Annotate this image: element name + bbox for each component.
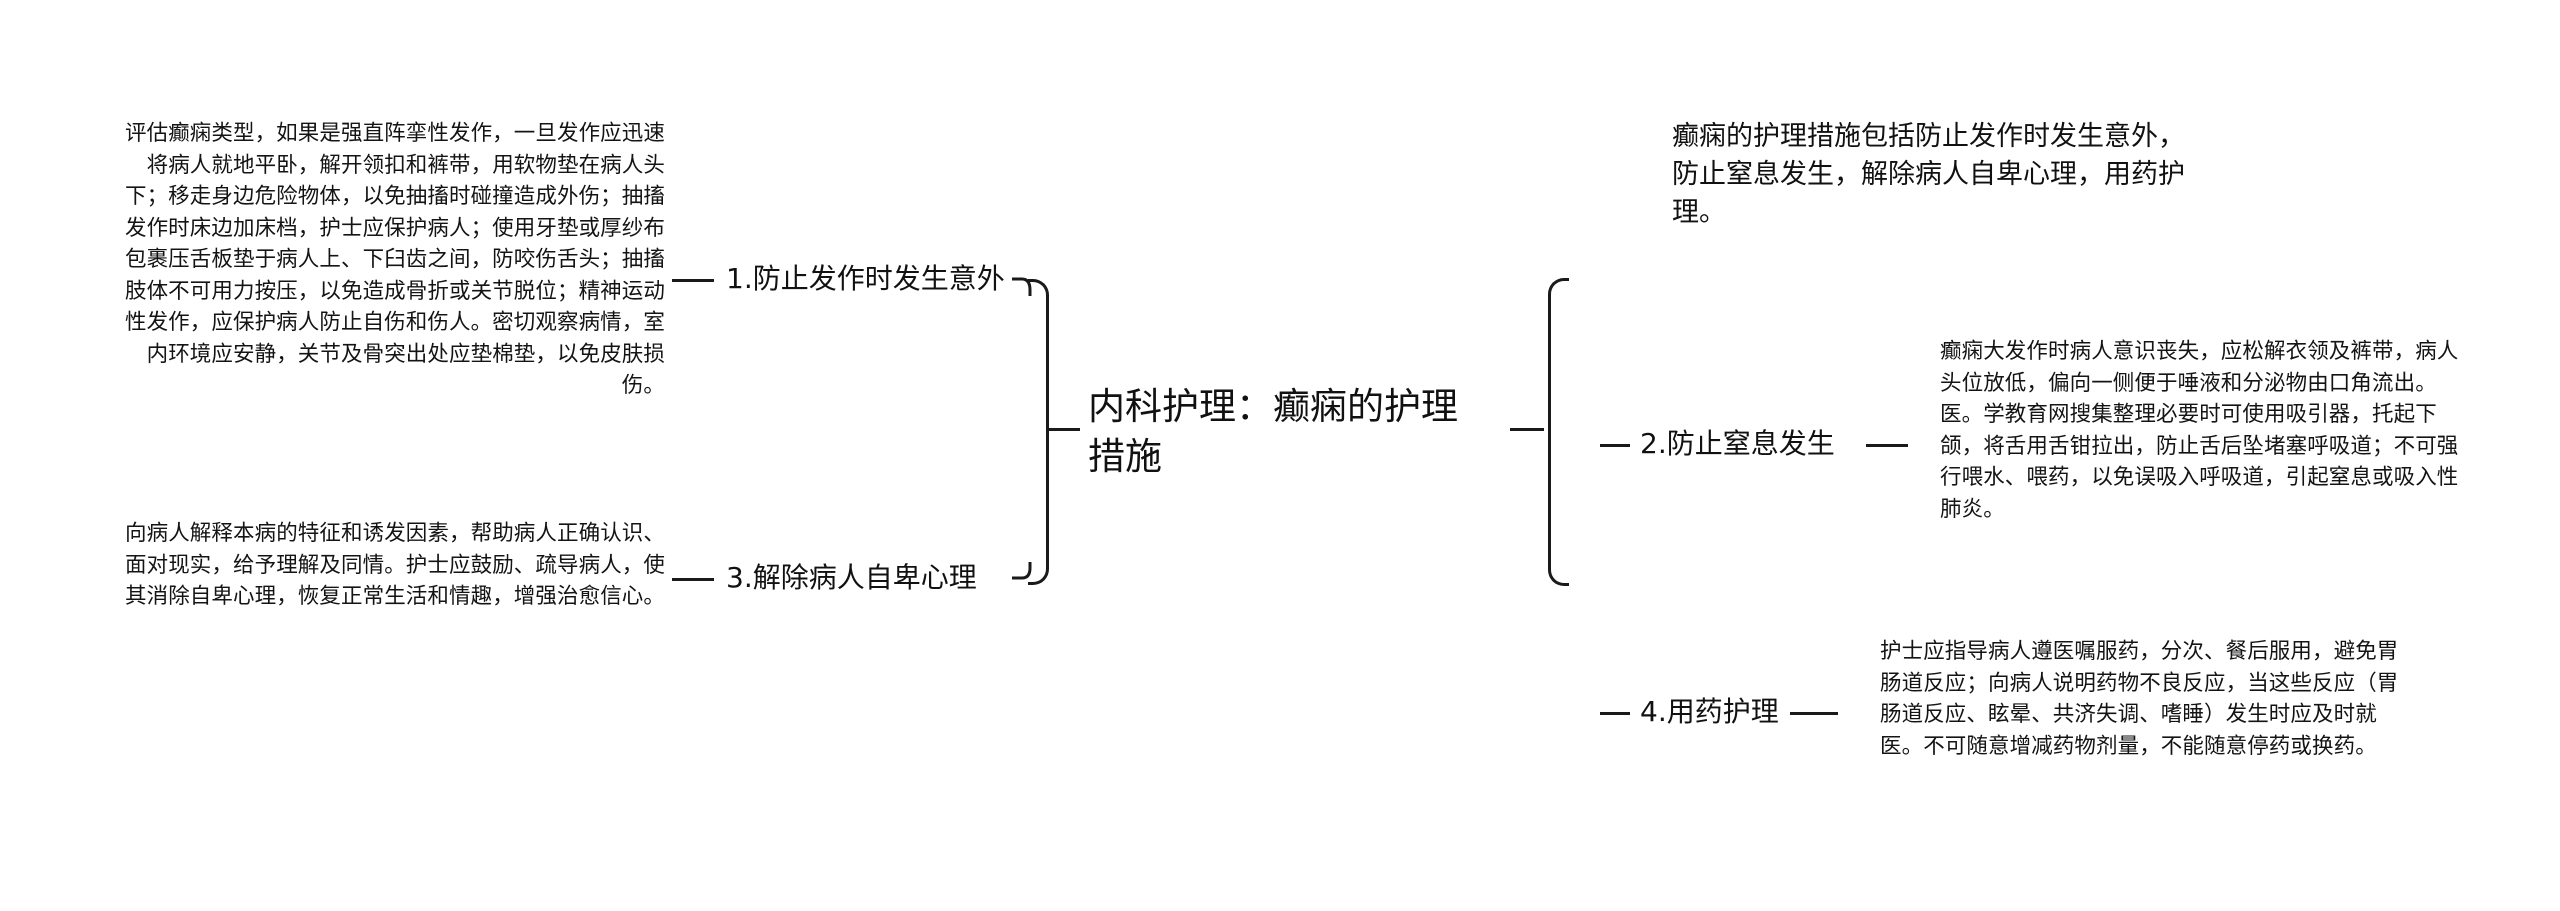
connector-branch-4-detail xyxy=(1790,712,1838,715)
branch-4-detail-text: 护士应指导病人遵医嘱服药，分次、餐后服用，避免胃肠道反应；向病人说明药物不良反应… xyxy=(1880,639,2399,759)
connector-branch-2 xyxy=(1600,444,1630,447)
connector-center-to-right xyxy=(1510,428,1544,431)
branch-2-label[interactable]: 2.防止窒息发生 xyxy=(1640,427,1835,460)
branch-1-detail-text: 评估癫痫类型，如果是强直阵挛性发作，一旦发作应迅速将病人就地平卧，解开领扣和裤带… xyxy=(124,121,665,398)
connector-branch-3-detail xyxy=(672,578,714,581)
branch-4-label[interactable]: 4.用药护理 xyxy=(1640,695,1779,728)
center-topic-title[interactable]: 内科护理：癫痫的护理措施 xyxy=(1088,385,1458,478)
branch-1-label[interactable]: 1.防止发作时发生意外 xyxy=(726,262,1005,295)
summary-text: 癫痫的护理措施包括防止发作时发生意外，防止窒息发生，解除病人自卑心理，用药护理。 xyxy=(1672,121,2185,228)
right-branch-bracket xyxy=(1548,278,1569,586)
connector-branch-2-detail xyxy=(1866,444,1908,447)
connector-left-to-center xyxy=(1046,428,1080,431)
left-branch-bracket xyxy=(1028,279,1049,585)
branch-3-detail-text: 向病人解释本病的特征和诱发因素，帮助病人正确认识、面对现实，给予理解及同情。护士… xyxy=(125,521,666,609)
branch-3-label[interactable]: 3.解除病人自卑心理 xyxy=(726,561,977,594)
connector-branch-4 xyxy=(1600,712,1630,715)
connector-branch-1-detail xyxy=(672,279,714,282)
branch-2-detail-text: 癫痫大发作时病人意识丧失，应松解衣领及裤带，病人头位放低，偏向一侧便于唾液和分泌… xyxy=(1940,339,2459,522)
